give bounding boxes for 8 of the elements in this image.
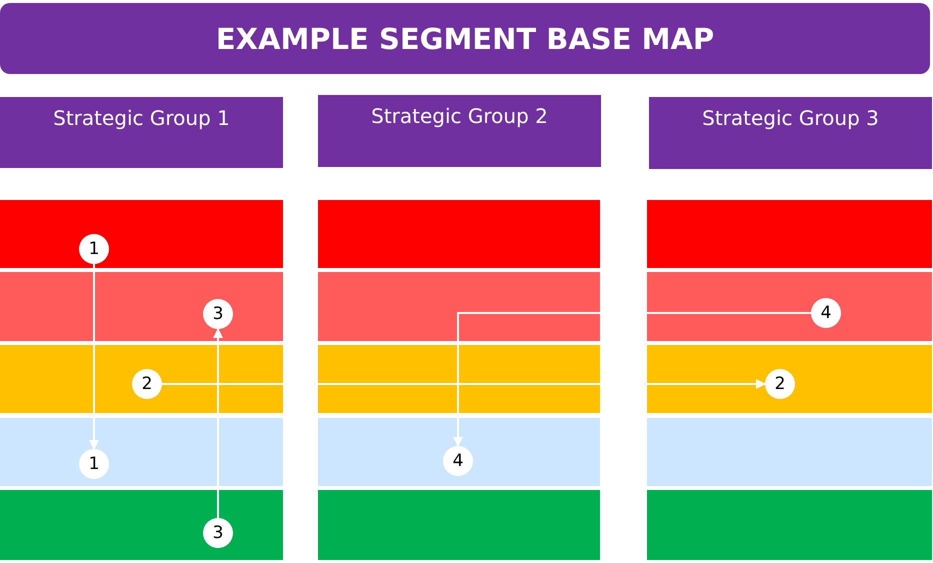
group-header: Strategic Group 1 <box>0 97 283 168</box>
arrow <box>213 328 223 518</box>
arrow <box>162 379 766 389</box>
group-header: Strategic Group 3 <box>649 97 932 169</box>
arrow <box>89 264 99 450</box>
title-banner: EXAMPLE SEGMENT BASE MAP <box>0 3 930 74</box>
group-header: Strategic Group 2 <box>318 95 601 167</box>
arrow <box>453 312 811 447</box>
